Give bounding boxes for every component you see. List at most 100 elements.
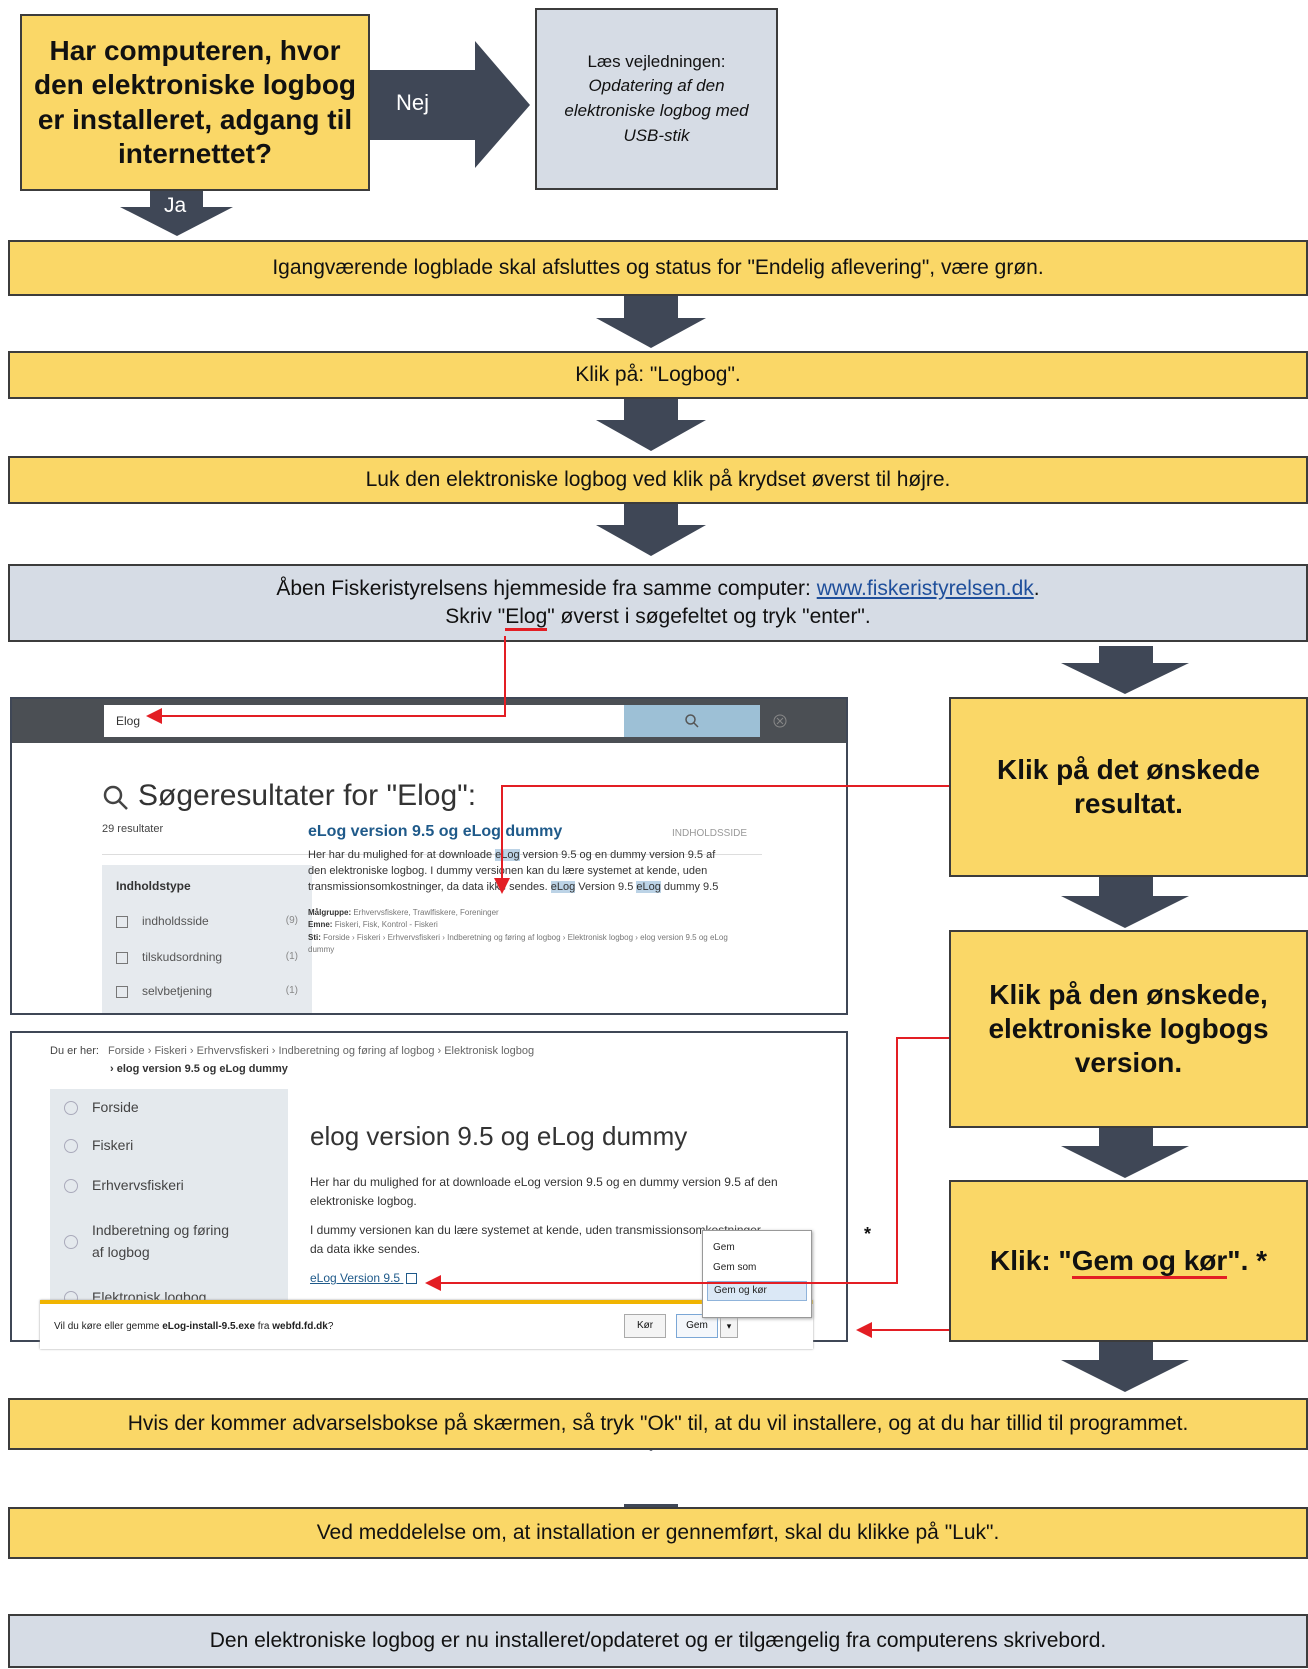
page-paragraph-2: I dummy versionen kan du lære systemet a…: [310, 1223, 764, 1257]
results-divider: [102, 854, 762, 855]
step-click-version: Klik på den ønskede, elektroniske logbog…: [949, 930, 1308, 1128]
result-title[interactable]: eLog version 9.5 og eLog dummy: [308, 823, 563, 840]
search-instruction-suffix: " øverst i søgefeltet og tryk "enter".: [547, 605, 871, 628]
circle-chevron-icon: [64, 1235, 78, 1249]
result-meta-target: Målgruppe: Erhvervsfiskere, Trawlfiskere…: [308, 907, 728, 919]
nav-item-erhvervsfiskeri[interactable]: Erhvervsfiskeri: [50, 1165, 288, 1205]
step-open-website-suffix: .: [1033, 576, 1040, 600]
step-click-logbog-text: Klik på: "Logbog".: [575, 363, 741, 386]
result-meta: Målgruppe: Erhvervsfiskere, Trawlfiskere…: [308, 907, 728, 957]
search-icon: [685, 714, 699, 728]
circle-chevron-icon: [64, 1179, 78, 1193]
guide-title: Opdatering af den elektroniske logbog me…: [564, 76, 749, 145]
step-click-result: Klik på det ønskede resultat.: [949, 697, 1308, 877]
save-button[interactable]: Gem: [676, 1314, 718, 1338]
result-type: INDHOLDSSIDE: [672, 828, 748, 839]
search-input[interactable]: Elog: [104, 705, 624, 737]
download-prompt-part: ?: [327, 1321, 334, 1332]
external-link-icon: [406, 1273, 418, 1285]
fiskeristyrelsen-link[interactable]: www.fiskeristyrelsen.dk: [816, 576, 1034, 600]
facet-tilskudsordning[interactable]: tilskudsordning (1): [102, 941, 312, 975]
footnote-marker: *: [864, 1224, 872, 1244]
down-arrow-2: [596, 397, 706, 451]
search-term-highlight: Elog: [505, 605, 548, 631]
guide-box: Læs vejledningen: Opdatering af den elek…: [535, 8, 778, 190]
clear-search-icon[interactable]: [772, 713, 788, 729]
annotation-click-version: [425, 1037, 949, 1291]
no-arrow: [367, 41, 530, 168]
step-click-logbog: Klik på: "Logbog".: [8, 351, 1308, 399]
results-count: 29 resultater: [102, 823, 164, 835]
step-done: Den elektroniske logbog er nu installere…: [8, 1614, 1308, 1668]
annotation-click-result: [494, 785, 949, 894]
breadcrumb-current: › elog version 9.5 og eLog dummy: [110, 1063, 288, 1075]
save-run-suffix: ". *: [1227, 1244, 1268, 1276]
download-filename: eLog-install-9.5.exe: [162, 1321, 256, 1332]
down-arrow-3: [596, 502, 706, 556]
download-prompt-part: fra: [255, 1321, 273, 1332]
menu-item-save-as[interactable]: Gem som: [713, 1262, 757, 1273]
step-save-and-run: Klik: "Gem og kør". *: [949, 1180, 1308, 1342]
download-prompt-part: Vil du køre eller gemme: [54, 1321, 163, 1332]
side-nav: Forside Fiskeri Erhvervsfiskeri Indberet…: [50, 1089, 288, 1340]
guide-intro: Læs vejledningen:: [587, 51, 726, 71]
save-dropdown-menu: Gem Gem som Gem og kør: [702, 1230, 812, 1318]
results-heading: Søgeresultater for "Elog":: [138, 779, 477, 812]
facet-count: (1): [285, 951, 298, 962]
facet-label: tilskudsordning: [142, 950, 223, 964]
meta-key: Sti:: [308, 932, 321, 942]
right-arrow-1: [1061, 646, 1189, 694]
step-close-logbog-text: Luk den elektroniske logbog ved klik på …: [365, 468, 951, 491]
meta-key: Målgruppe:: [308, 908, 352, 917]
meta-value: Forside › Fiskeri › Erhvervsfiskeri › In…: [308, 932, 728, 955]
save-dropdown-button[interactable]: ▾: [720, 1314, 738, 1338]
nav-item-fiskeri[interactable]: Fiskeri: [50, 1125, 288, 1165]
meta-value: Erhvervsfiskere, Trawlfiskere, Foreninge…: [353, 908, 499, 917]
facet-checkbox[interactable]: [116, 985, 128, 998]
step-open-website-prefix: Åben Fiskeristyrelsens hjemmeside fra sa…: [276, 576, 817, 600]
search-submit-button[interactable]: [624, 705, 760, 737]
result-meta-topic: Emne: Fiskeri, Fisk, Kontrol - Fiskeri: [308, 919, 728, 931]
facet-label: indholdsside: [142, 914, 209, 928]
result-description: Her har du mulighed for at downloade eLo…: [308, 848, 728, 896]
download-notification-bar: Vil du køre eller gemme eLog-install-9.5…: [40, 1300, 813, 1349]
step-warnings: Hvis der kommer advarselsbokse på skærme…: [8, 1398, 1308, 1450]
breadcrumb-path[interactable]: Forside › Fiskeri › Erhvervsfiskeri › In…: [107, 1045, 535, 1057]
meta-value: Fiskeri, Fisk, Kontrol - Fiskeri: [334, 920, 438, 930]
step-save-and-run-text: Klik: "Gem og kør". *: [989, 1244, 1268, 1279]
facet-title: Indholdstype: [116, 879, 191, 893]
search-results-screenshot: Elog Søgeresultater for "Elog": 29 resul…: [10, 697, 848, 1015]
result-desc-highlight: eLog: [636, 880, 661, 893]
step-open-website: Åben Fiskeristyrelsens hjemmeside fra sa…: [8, 564, 1308, 642]
step-warnings-text: Hvis der kommer advarselsbokse på skærme…: [127, 1412, 1189, 1435]
facet-selvbetjening[interactable]: selvbetjening(1): [102, 975, 312, 1009]
facet-checkbox[interactable]: [116, 915, 128, 928]
yes-label: Ja: [164, 194, 187, 217]
download-prompt: Vil du køre eller gemme eLog-install-9.5…: [54, 1321, 333, 1332]
facet-checkbox[interactable]: [116, 951, 128, 964]
result-desc-part: dummy 9.5: [660, 880, 719, 893]
menu-item-save-and-run[interactable]: Gem og kør: [707, 1281, 807, 1301]
run-button[interactable]: Kør: [624, 1314, 666, 1338]
download-link[interactable]: eLog Version 9.5: [310, 1271, 418, 1285]
page-title: elog version 9.5 og eLog dummy: [310, 1121, 688, 1151]
right-arrow-2: [1061, 876, 1189, 928]
facet-indholdsside[interactable]: indholdsside(9): [102, 905, 312, 939]
step-done-text: Den elektroniske logbog er nu installere…: [209, 1629, 1107, 1652]
menu-item-save[interactable]: Gem: [713, 1242, 735, 1253]
nav-item-forside[interactable]: Forside: [50, 1089, 288, 1125]
result-desc-part: Version 9.5: [575, 880, 637, 893]
step-open-website-line1: Åben Fiskeristyrelsens hjemmeside fra sa…: [276, 575, 1039, 603]
search-instruction-prefix: Skriv ": [445, 605, 506, 628]
down-arrow-1: [596, 295, 706, 348]
question-box: Har computeren, hvor den elektroniske lo…: [20, 14, 370, 191]
step-open-website-line2: Skriv "Elog" øverst i søgefeltet og tryk…: [445, 603, 871, 631]
chevron-down-icon: ▾: [726, 1321, 732, 1331]
save-run-highlight: Gem og kør: [1071, 1244, 1228, 1279]
save-run-prefix: Klik: ": [989, 1244, 1072, 1276]
nav-item-indberetning[interactable]: Indberetning og føring af logbog: [50, 1205, 288, 1277]
annotation-elog-search: [146, 636, 506, 724]
right-arrow-3: [1061, 1126, 1189, 1178]
facet-label: selvbetjening: [142, 984, 213, 998]
download-link-label: eLog Version 9.5: [310, 1271, 401, 1285]
